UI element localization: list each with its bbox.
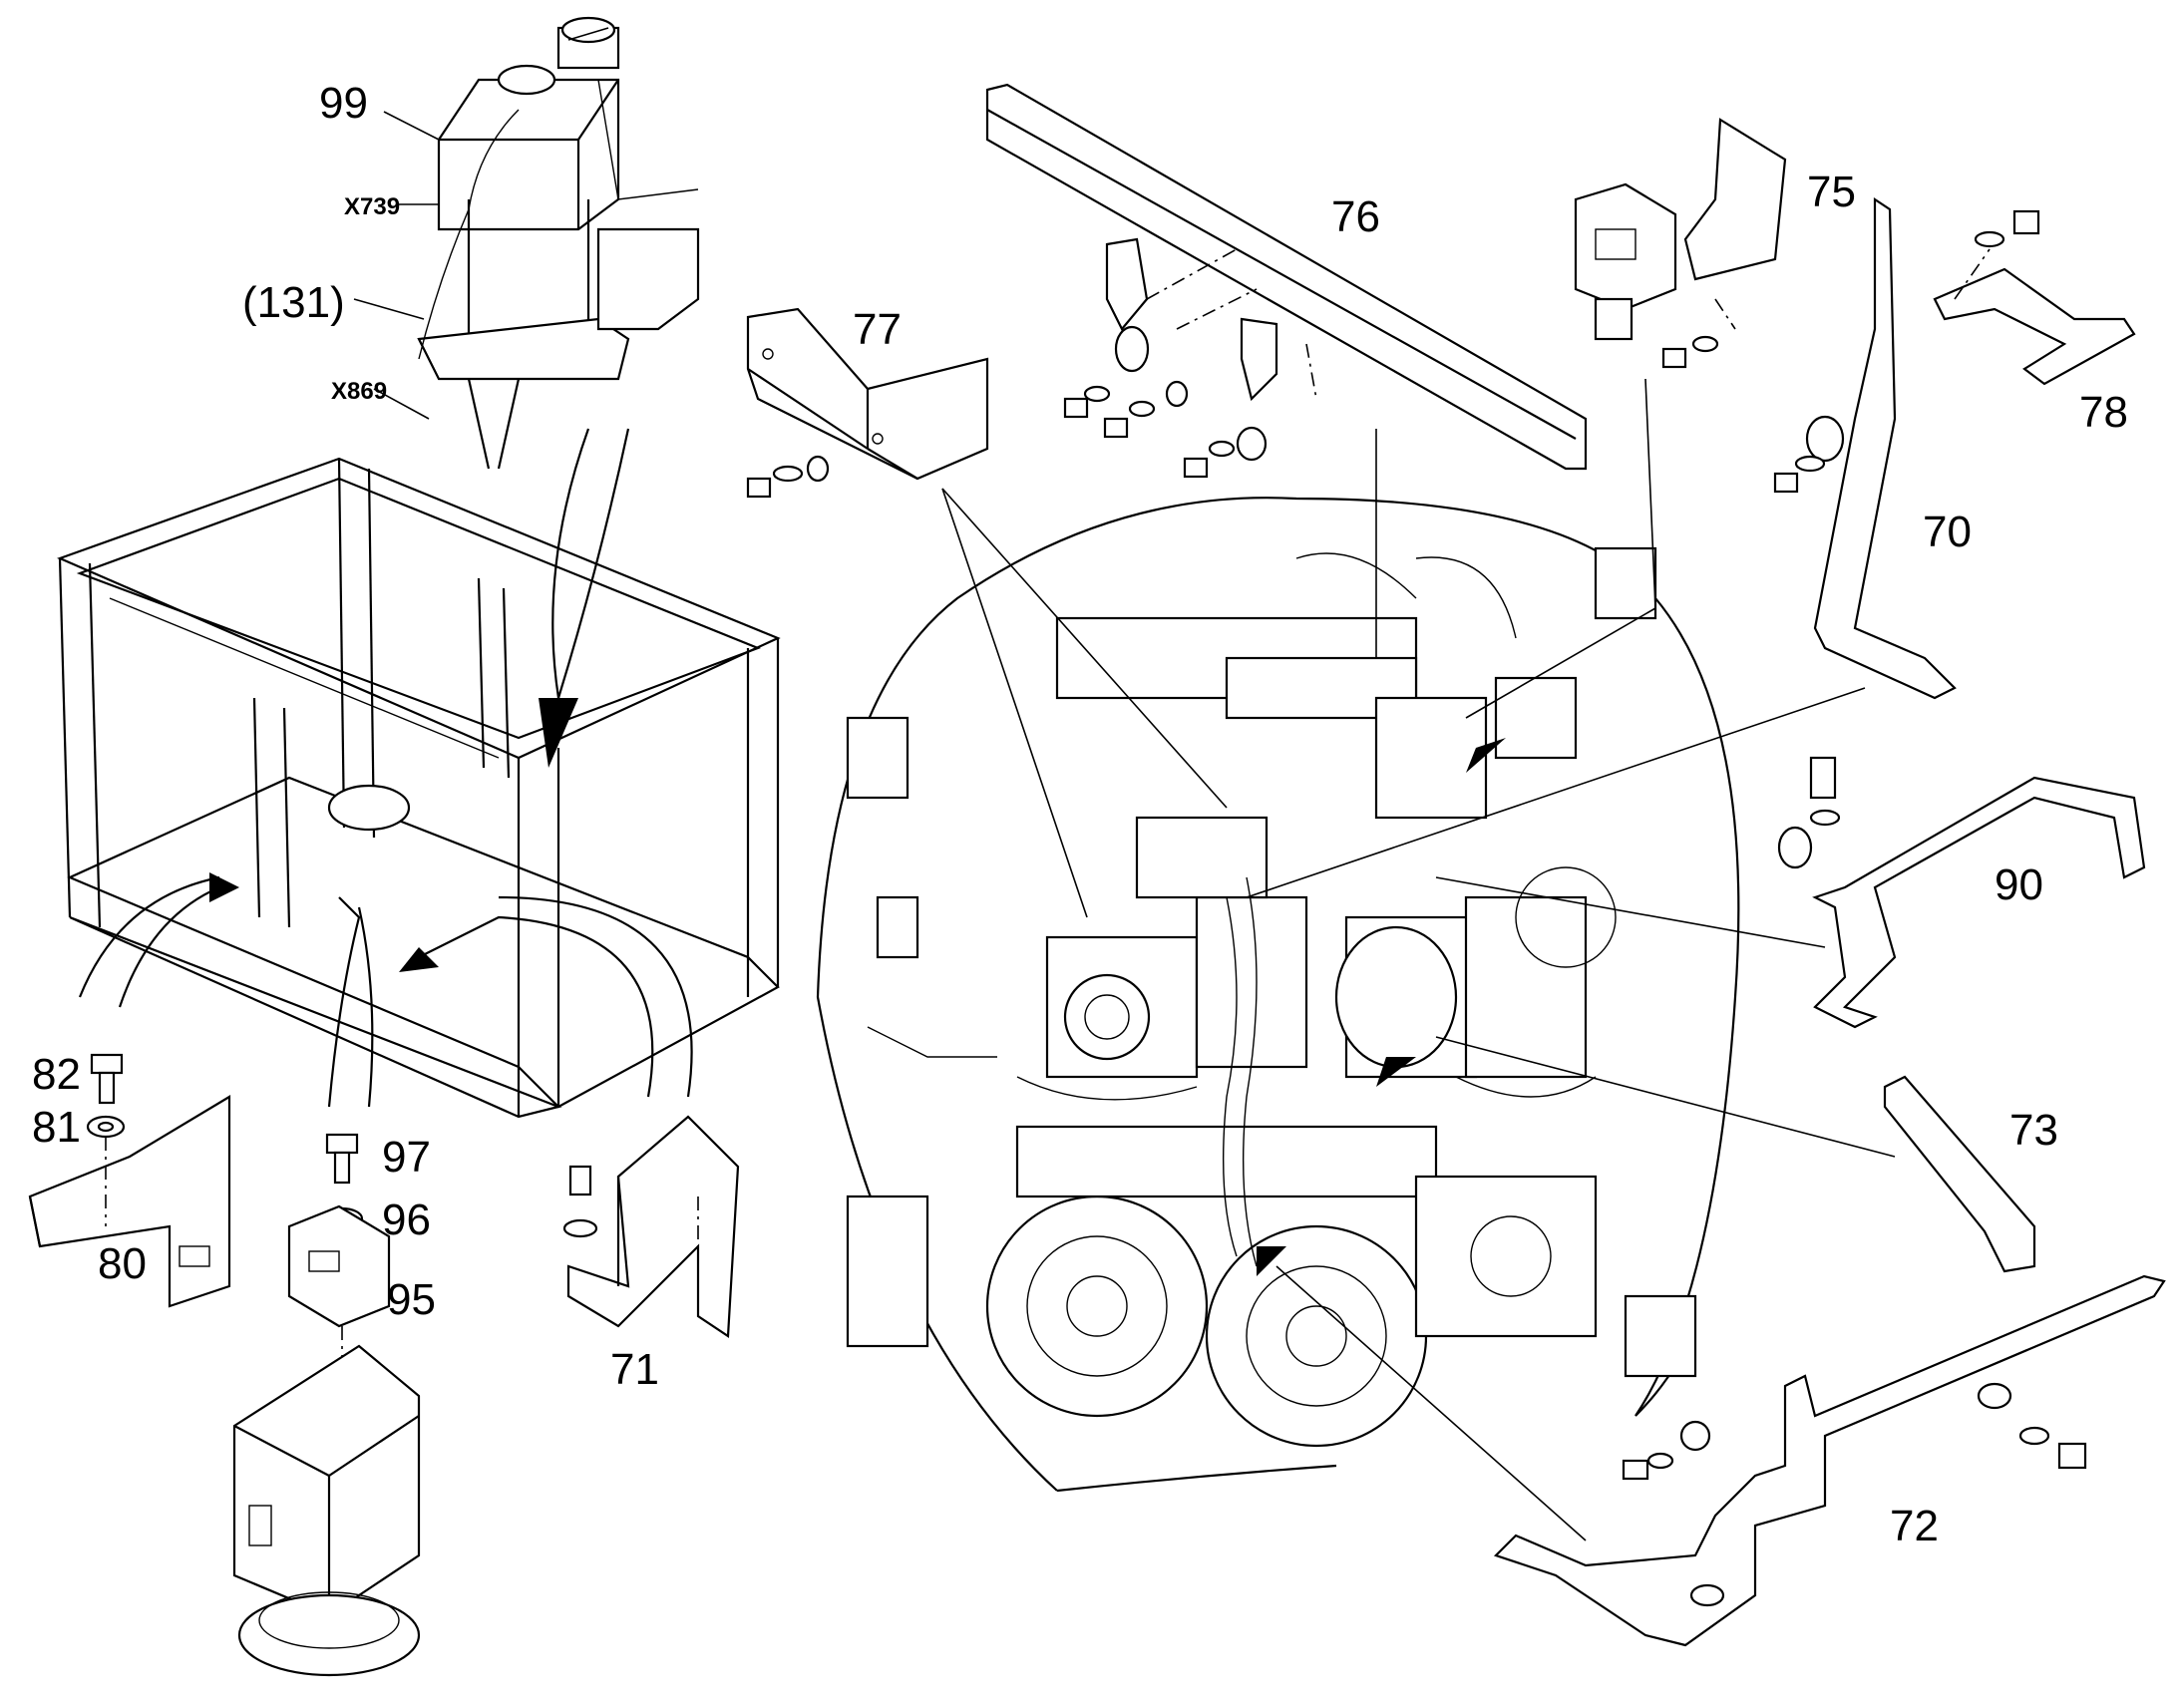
part-70-bracket (1773, 196, 1957, 700)
label-82: 82 (32, 1050, 81, 1099)
label-76: 76 (1331, 192, 1380, 241)
part-73-strap (1883, 1075, 2036, 1273)
label-95: 95 (387, 1275, 436, 1324)
part-82-bolt (90, 1053, 124, 1105)
part-81-washer (86, 1115, 126, 1139)
part-72-bracket (1493, 1274, 2166, 1647)
label-78: 78 (2079, 388, 2128, 437)
part-77-bracket (746, 307, 989, 499)
part-80-bracket (28, 1095, 231, 1308)
label-77: 77 (853, 305, 902, 354)
label-96: 96 (382, 1196, 431, 1244)
part-71-bracket (562, 1115, 740, 1338)
label-70: 70 (1923, 508, 1972, 556)
junction-box (232, 1344, 421, 1677)
part-90-bracket (1777, 756, 2146, 1029)
label-97: 97 (382, 1133, 431, 1182)
part-75-plate (1683, 118, 1787, 281)
label-131: (131) (242, 278, 345, 327)
switch-unit (1574, 182, 1736, 369)
part-78-bracket (1933, 209, 2136, 386)
label-81: 81 (32, 1103, 81, 1152)
label-72: 72 (1890, 1502, 1939, 1550)
part-95-bracket (287, 1204, 391, 1416)
label-71: 71 (610, 1345, 659, 1394)
part-99-tank (417, 16, 700, 470)
label-73: 73 (2009, 1106, 2058, 1155)
frame-assembly (57, 428, 781, 1119)
label-x869: X869 (331, 378, 387, 405)
label-99: 99 (319, 79, 368, 128)
label-80: 80 (98, 1239, 147, 1288)
detail-view-circle (816, 497, 1740, 1493)
part-97-bolt (325, 1133, 359, 1185)
part-76-crossmember (985, 83, 1588, 479)
label-90: 90 (1995, 860, 2043, 909)
leader-lines (353, 27, 1896, 1541)
label-75: 75 (1807, 168, 1856, 216)
label-x739: X739 (344, 193, 400, 220)
